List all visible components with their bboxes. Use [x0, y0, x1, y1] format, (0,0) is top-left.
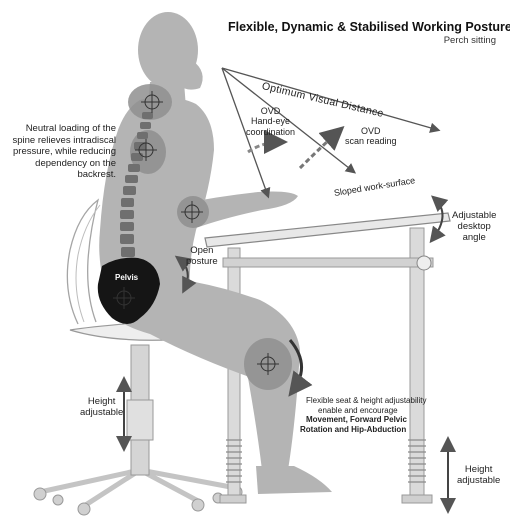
chair-height-label: Height adjustable	[80, 397, 123, 419]
open-posture-label: Open posture	[186, 246, 218, 268]
diagram-title: Flexible, Dynamic & Stabilised Working P…	[228, 20, 510, 34]
flexible-seat-note: Flexible seat & height adjustability ena…	[300, 396, 427, 434]
neutral-loading-note: Neutral loading of the spine relieves in…	[8, 123, 116, 181]
ovd-scan-label: OVD scan reading	[345, 126, 397, 147]
ovd-hand-eye-label: OVD Hand-eye coordination	[246, 106, 295, 137]
ovd-curve-arrow	[300, 130, 340, 168]
diagram-subtitle: Perch sitting	[444, 36, 496, 47]
desk-height-label: Height adjustable	[457, 465, 500, 487]
chair-casters	[34, 486, 242, 515]
pelvis-label: Pelvis	[115, 273, 138, 282]
flexible-seat-bold-2: Rotation and Hip-Abduction	[300, 425, 427, 435]
adjustable-desktop-angle-label: Adjustable desktop angle	[452, 211, 496, 244]
flexible-seat-bold-1: Movement, Forward Pelvic	[300, 415, 427, 425]
desk-height-spring	[226, 440, 426, 482]
flexible-seat-line-2: enable and encourage	[300, 406, 427, 416]
flexible-seat-line-1: Flexible seat & height adjustability	[300, 396, 427, 406]
chair-backrest	[67, 200, 98, 324]
